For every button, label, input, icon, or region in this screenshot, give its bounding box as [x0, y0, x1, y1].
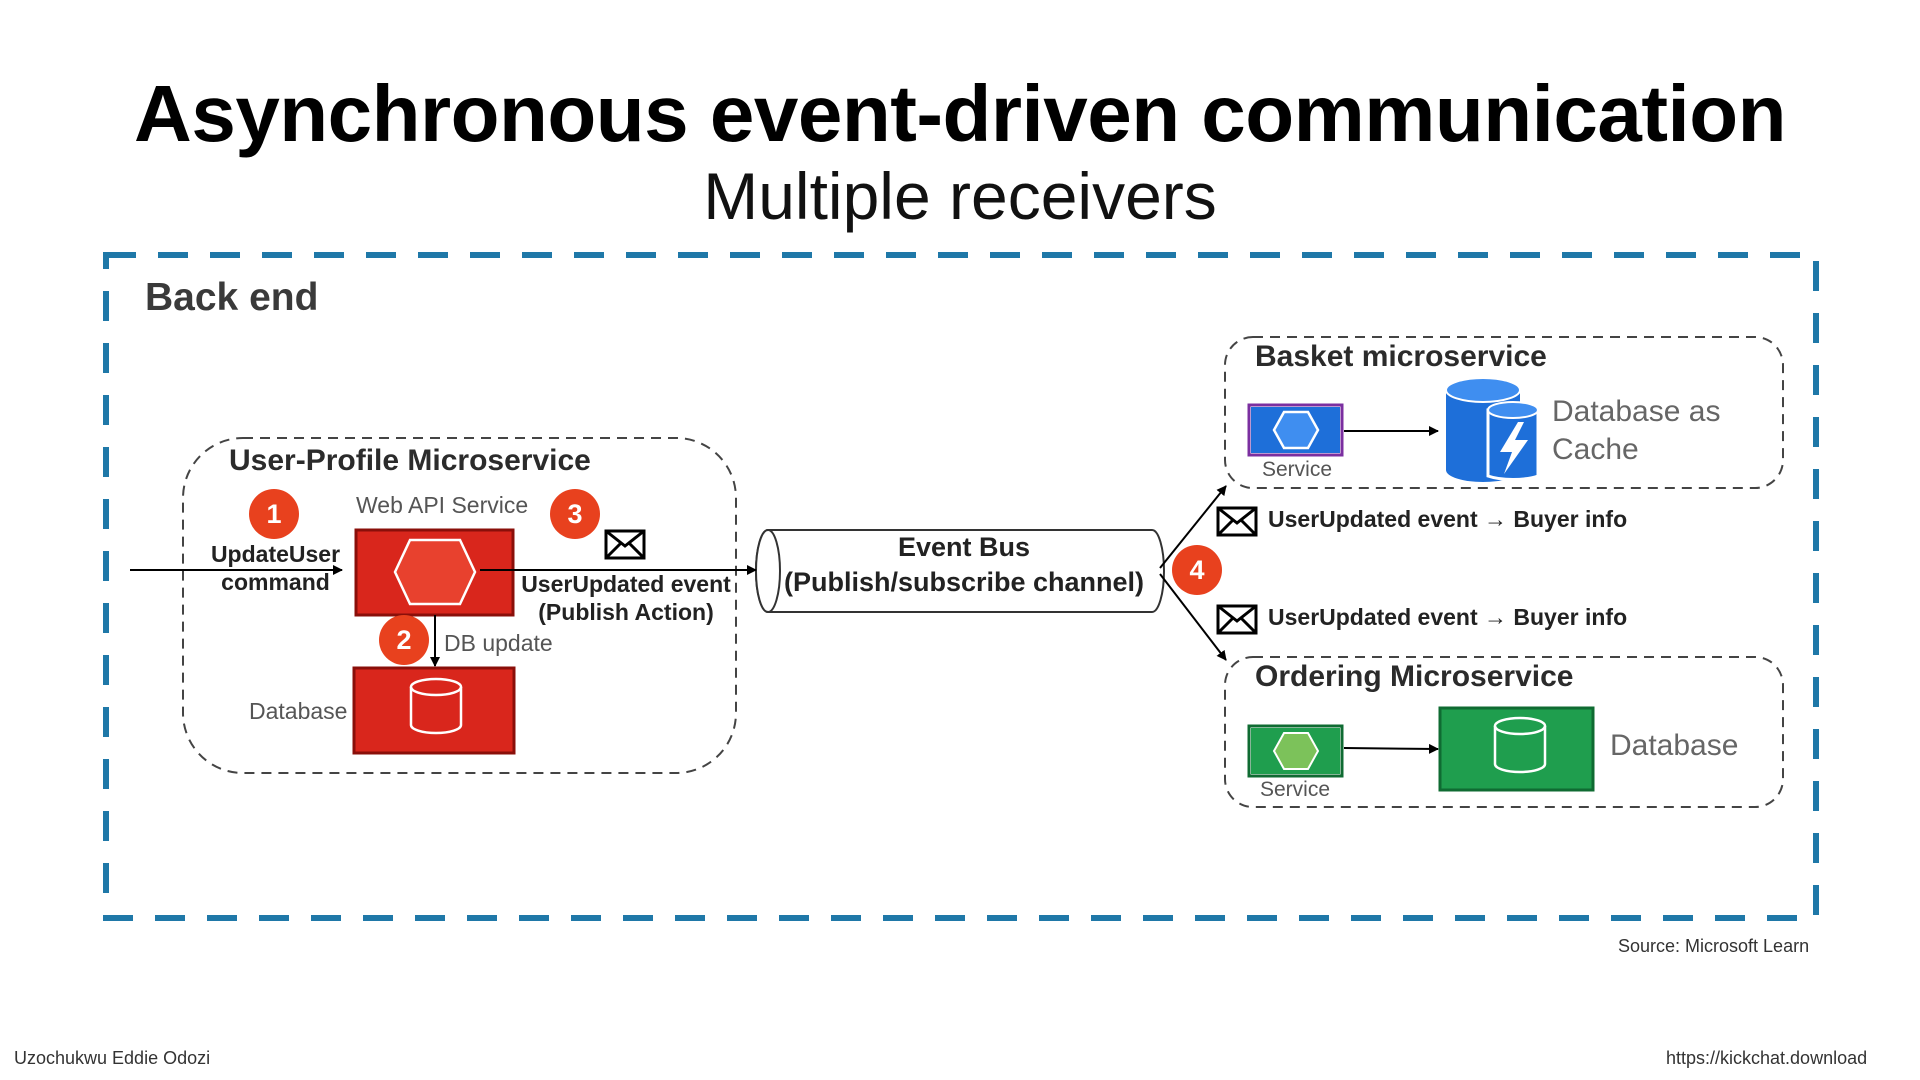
basket-container [1224, 336, 1784, 489]
database-block [352, 666, 516, 755]
hexagon-icon [393, 538, 477, 606]
basket-service-label: Service [1262, 458, 1333, 481]
user-profile-container [182, 437, 737, 774]
database-label: Database [249, 698, 348, 724]
command-label: UpdateUser command [210, 541, 341, 595]
event-bus-label: Event Bus (Publish/subscribe channel) [783, 532, 1145, 597]
ordering-database-label: Database [1610, 729, 1739, 762]
ordering-service-block [1247, 724, 1344, 778]
lightning-icon [1500, 422, 1528, 474]
hexagon-icon [1272, 732, 1320, 770]
cylinder-database-icon [409, 677, 463, 735]
url-credit: https://kickchat.download [1666, 1048, 1868, 1068]
basket-title: Basket microservice [1255, 340, 1547, 373]
to-ordering-arrow [1159, 573, 1227, 661]
slide-subtitle: Multiple receivers [703, 159, 1217, 233]
author-credit: Uzochukwu Eddie Odozi [14, 1048, 211, 1068]
event-line-top: UserUpdated event → Buyer info [1268, 506, 1628, 532]
basket-service-block [1247, 403, 1344, 457]
backend-container [103, 252, 1819, 921]
web-api-label: Web API Service [356, 492, 529, 518]
db-update-label: DB update [444, 630, 553, 656]
cache-database-icon [1445, 377, 1540, 482]
ordering-title: Ordering Microservice [1255, 660, 1574, 693]
ordering-service-label: Service [1260, 778, 1331, 801]
slide-title: Asynchronous event-driven communication [134, 69, 1786, 158]
hexagon-icon [1272, 410, 1320, 450]
user-profile-title: User-Profile Microservice [229, 444, 591, 477]
cache-label: Database as Cache [1552, 395, 1721, 466]
cylinder-database-icon [1493, 716, 1547, 774]
event-line-bottom: UserUpdated event → Buyer info [1268, 604, 1628, 630]
backend-label: Back end [145, 276, 319, 319]
ordering-database-block [1438, 706, 1595, 792]
web-api-service-block [354, 528, 515, 617]
step-badge-3: 3 [550, 489, 600, 539]
publish-event-label: UserUpdated event (Publish Action) [521, 571, 731, 625]
to-basket-arrow [1159, 485, 1227, 569]
event-bus-cylinder [755, 529, 1165, 613]
envelope-icon [1216, 604, 1258, 635]
step-badge-1: 1 [249, 489, 299, 539]
step-badge-2: 2 [379, 615, 429, 665]
ordering-container [1224, 656, 1784, 808]
envelope-icon [604, 529, 646, 560]
source-credit: Source: Microsoft Learn [1618, 936, 1810, 956]
ordering-internal-arrow [1343, 743, 1439, 754]
step-badge-4: 4 [1172, 545, 1222, 595]
envelope-icon [1216, 506, 1258, 537]
